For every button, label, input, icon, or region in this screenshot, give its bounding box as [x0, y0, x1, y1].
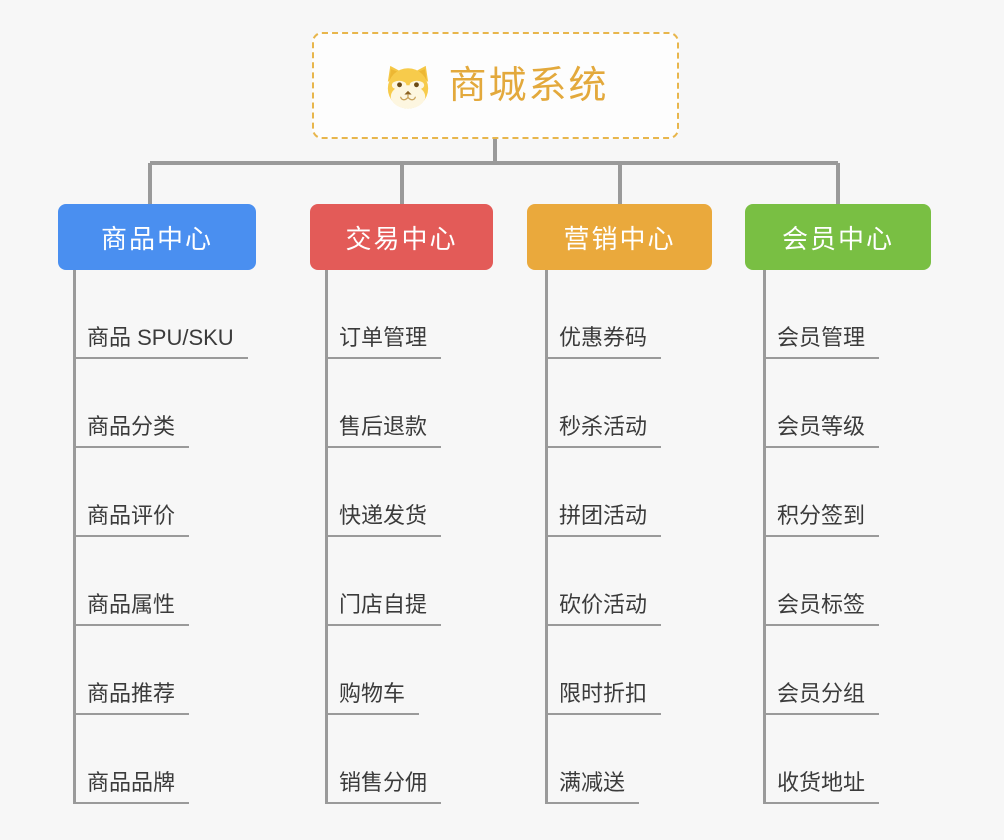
leaf-item[interactable]: 限时折扣: [545, 626, 662, 715]
category-box-2[interactable]: 交易中心: [310, 204, 493, 270]
leaf-list-4: 会员管理会员等级积分签到会员标签会员分组收货地址: [745, 270, 931, 804]
leaf-item-label: 售后退款: [325, 413, 442, 448]
leaf-item-label: 满减送: [545, 769, 640, 804]
leaf-item[interactable]: 商品品牌: [73, 715, 190, 804]
leaf-item-label: 商品分类: [73, 413, 190, 448]
leaf-item[interactable]: 会员分组: [763, 626, 880, 715]
leaf-item-label: 会员分组: [763, 680, 880, 715]
leaf-item-label: 商品推荐: [73, 680, 190, 715]
root-node[interactable]: 商城系统: [312, 32, 679, 139]
leaf-item[interactable]: 优惠券码: [545, 270, 662, 359]
leaf-list-2: 订单管理售后退款快递发货门店自提购物车销售分佣: [310, 270, 493, 804]
category-column-2: 交易中心订单管理售后退款快递发货门店自提购物车销售分佣: [310, 204, 493, 804]
category-box-1[interactable]: 商品中心: [58, 204, 256, 270]
category-box-4[interactable]: 会员中心: [745, 204, 931, 270]
leaf-list-3: 优惠券码秒杀活动拼团活动砍价活动限时折扣满减送: [527, 270, 712, 804]
leaf-item[interactable]: 商品分类: [73, 359, 190, 448]
leaf-item-label: 会员等级: [763, 413, 880, 448]
leaf-item-label: 收货地址: [763, 769, 880, 804]
leaf-item-label: 会员管理: [763, 324, 880, 359]
leaf-item[interactable]: 商品推荐: [73, 626, 190, 715]
leaf-item-label: 商品评价: [73, 502, 190, 537]
leaf-item[interactable]: 砍价活动: [545, 537, 662, 626]
leaf-item[interactable]: 商品 SPU/SKU: [73, 270, 248, 359]
leaf-item[interactable]: 收货地址: [763, 715, 880, 804]
leaf-item-label: 商品品牌: [73, 769, 190, 804]
leaf-item-label: 优惠券码: [545, 324, 662, 359]
branch-spine: [73, 270, 76, 804]
leaf-item-label: 限时折扣: [545, 680, 662, 715]
leaf-item-label: 秒杀活动: [545, 413, 662, 448]
category-title: 营销中心: [563, 223, 676, 254]
leaf-item-label: 门店自提: [325, 591, 442, 626]
category-column-4: 会员中心会员管理会员等级积分签到会员标签会员分组收货地址: [745, 204, 931, 804]
leaf-item[interactable]: 购物车: [325, 626, 420, 715]
leaf-item-label: 拼团活动: [545, 502, 662, 537]
leaf-item-label: 销售分佣: [325, 769, 442, 804]
category-box-3[interactable]: 营销中心: [527, 204, 712, 270]
leaf-item[interactable]: 商品评价: [73, 448, 190, 537]
shiba-dog-icon: [388, 65, 429, 109]
leaf-list-1: 商品 SPU/SKU 商品分类商品评价商品属性商品推荐商品品牌: [58, 270, 256, 804]
category-column-1: 商品中心商品 SPU/SKU 商品分类商品评价商品属性商品推荐商品品牌: [58, 204, 256, 804]
leaf-item-label: 商品属性: [73, 591, 190, 626]
leaf-item[interactable]: 拼团活动: [545, 448, 662, 537]
leaf-item[interactable]: 订单管理: [325, 270, 442, 359]
leaf-item[interactable]: 售后退款: [325, 359, 442, 448]
leaf-item-label: 商品 SPU/SKU: [73, 324, 248, 359]
leaf-item[interactable]: 会员等级: [763, 359, 880, 448]
category-column-3: 营销中心优惠券码秒杀活动拼团活动砍价活动限时折扣满减送: [527, 204, 712, 804]
leaf-item-label: 积分签到: [763, 502, 880, 537]
leaf-item[interactable]: 满减送: [545, 715, 640, 804]
category-title: 商品中心: [100, 223, 213, 254]
category-title: 会员中心: [781, 223, 894, 254]
leaf-item[interactable]: 积分签到: [763, 448, 880, 537]
root-title: 商城系统: [448, 64, 609, 107]
leaf-item-label: 快递发货: [325, 502, 442, 537]
leaf-item[interactable]: 会员管理: [763, 270, 880, 359]
category-title: 交易中心: [345, 223, 458, 254]
leaf-item-label: 会员标签: [763, 591, 880, 626]
leaf-item-label: 购物车: [325, 680, 420, 715]
leaf-item-label: 订单管理: [325, 324, 442, 359]
branch-spine: [763, 270, 766, 804]
leaf-item[interactable]: 秒杀活动: [545, 359, 662, 448]
leaf-item-label: 砍价活动: [545, 591, 662, 626]
branch-spine: [325, 270, 328, 804]
leaf-item[interactable]: 快递发货: [325, 448, 442, 537]
leaf-item[interactable]: 会员标签: [763, 537, 880, 626]
branch-spine: [545, 270, 548, 804]
leaf-item[interactable]: 商品属性: [73, 537, 190, 626]
leaf-item[interactable]: 门店自提: [325, 537, 442, 626]
leaf-item[interactable]: 销售分佣: [325, 715, 442, 804]
